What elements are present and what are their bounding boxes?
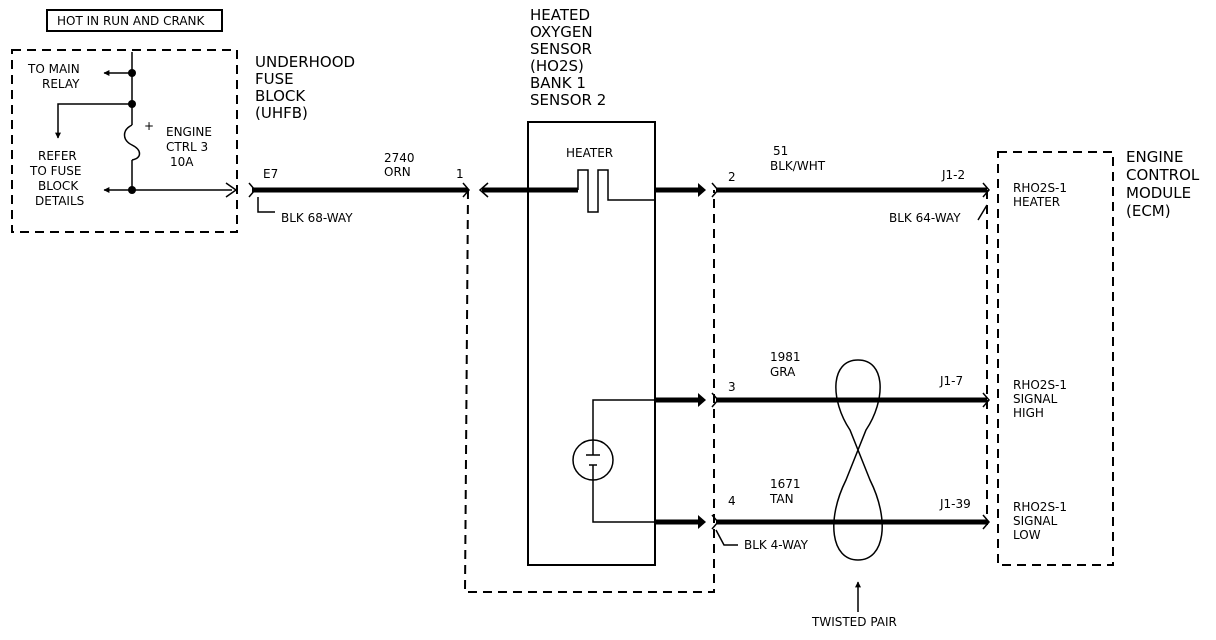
sensor-title: HEATED OXYGEN SENSOR (HO2S) BANK 1 SENSO… bbox=[530, 6, 606, 109]
svg-text:RHO2S-1: RHO2S-1 bbox=[1013, 500, 1067, 514]
svg-text:10A: 10A bbox=[170, 155, 194, 169]
svg-text:BLK/WHT: BLK/WHT bbox=[770, 159, 826, 173]
svg-text:GRA: GRA bbox=[770, 365, 796, 379]
svg-text:J1-7: J1-7 bbox=[939, 374, 963, 388]
ecm-pin-labels: RHO2S-1 HEATER RHO2S-1 SIGNAL HIGH RHO2S… bbox=[1013, 181, 1067, 542]
svg-text:2: 2 bbox=[728, 170, 736, 184]
svg-text:RHO2S-1: RHO2S-1 bbox=[1013, 378, 1067, 392]
hot-in-run-and-crank-box: HOT IN RUN AND CRANK bbox=[46, 9, 223, 32]
heater-label: HEATER bbox=[566, 146, 613, 160]
wire-color-label: ORN bbox=[384, 165, 411, 179]
svg-text:(UHFB): (UHFB) bbox=[255, 104, 308, 122]
wire-51: 2 51 BLK/WHT J1-2 bbox=[711, 144, 990, 198]
svg-text:UNDERHOOD: UNDERHOOD bbox=[255, 53, 355, 71]
svg-text:1671: 1671 bbox=[770, 477, 801, 491]
svg-text:HEATED: HEATED bbox=[530, 6, 590, 24]
svg-text:BLOCK: BLOCK bbox=[38, 179, 79, 193]
svg-text:+: + bbox=[144, 119, 154, 133]
svg-text:1981: 1981 bbox=[770, 350, 801, 364]
header-text: HOT IN RUN AND CRANK bbox=[57, 14, 206, 28]
svg-text:LOW: LOW bbox=[1013, 528, 1041, 542]
svg-text:4: 4 bbox=[728, 494, 736, 508]
svg-text:BANK 1: BANK 1 bbox=[530, 74, 586, 92]
twisted-pair-icon bbox=[833, 359, 883, 561]
svg-text:TAN: TAN bbox=[769, 492, 794, 506]
wire-2740: E7 2740 ORN 1 BLK 68-WAY bbox=[248, 151, 470, 225]
underhood-fuse-block: TO MAIN RELAY REFER TO FUSE BLOCK DETAIL… bbox=[11, 49, 238, 233]
wire-circuit-label: 2740 bbox=[384, 151, 415, 165]
svg-text:(HO2S): (HO2S) bbox=[530, 57, 584, 75]
svg-text:SENSOR 2: SENSOR 2 bbox=[530, 91, 606, 109]
svg-text:OXYGEN: OXYGEN bbox=[530, 23, 593, 41]
svg-text:FUSE: FUSE bbox=[255, 70, 294, 88]
svg-text:SIGNAL: SIGNAL bbox=[1013, 392, 1058, 406]
connector-e7-label: E7 bbox=[263, 167, 278, 181]
ecm-box bbox=[997, 151, 1114, 566]
refer-arrow bbox=[55, 103, 132, 139]
fuse-block-title: UNDERHOOD FUSE BLOCK (UHFB) bbox=[255, 53, 355, 122]
wire-1671: 4 1671 TAN J1-39 bbox=[711, 477, 990, 530]
wire-1981: 3 1981 GRA J1-7 bbox=[711, 350, 990, 408]
svg-text:(ECM): (ECM) bbox=[1126, 202, 1171, 220]
pin-label: 1 bbox=[456, 167, 464, 181]
fuse-label: ENGINE bbox=[166, 125, 212, 139]
svg-text:ENGINE: ENGINE bbox=[1126, 148, 1183, 166]
sensor-box bbox=[527, 121, 656, 566]
svg-text:RHO2S-1: RHO2S-1 bbox=[1013, 181, 1067, 195]
heater-icon bbox=[478, 169, 655, 213]
connector-4-way-label: BLK 4-WAY bbox=[744, 538, 809, 552]
svg-text:HEATER: HEATER bbox=[1013, 195, 1060, 209]
svg-text:RELAY: RELAY bbox=[42, 77, 80, 91]
svg-text:HIGH: HIGH bbox=[1013, 406, 1044, 420]
svg-text:DETAILS: DETAILS bbox=[35, 194, 84, 208]
fuse-block-outline bbox=[11, 49, 238, 233]
svg-text:SENSOR: SENSOR bbox=[530, 40, 592, 58]
svg-text:J1-2: J1-2 bbox=[941, 168, 965, 182]
twisted-pair-label: TWISTED PAIR bbox=[811, 615, 897, 629]
svg-text:SIGNAL: SIGNAL bbox=[1013, 514, 1058, 528]
fuse-icon bbox=[123, 124, 141, 161]
ecm-title: ENGINE CONTROL MODULE (ECM) bbox=[1126, 148, 1200, 220]
svg-text:BLOCK: BLOCK bbox=[255, 87, 306, 105]
sensor-element-icon bbox=[572, 399, 655, 523]
svg-text:MODULE: MODULE bbox=[1126, 184, 1191, 202]
connector-68-way-label: BLK 68-WAY bbox=[281, 211, 353, 225]
to-main-relay-label: TO MAIN bbox=[27, 62, 80, 76]
svg-text:J1-39: J1-39 bbox=[939, 497, 971, 511]
svg-text:CTRL 3: CTRL 3 bbox=[166, 140, 208, 154]
sensor-connector-outline bbox=[463, 189, 715, 593]
svg-text:TO FUSE: TO FUSE bbox=[29, 164, 81, 178]
svg-text:CONTROL: CONTROL bbox=[1126, 166, 1200, 184]
svg-text:3: 3 bbox=[728, 380, 736, 394]
svg-text:51: 51 bbox=[773, 144, 788, 158]
refer-label: REFER bbox=[38, 149, 77, 163]
connector-64-way-label: BLK 64-WAY bbox=[889, 211, 961, 225]
